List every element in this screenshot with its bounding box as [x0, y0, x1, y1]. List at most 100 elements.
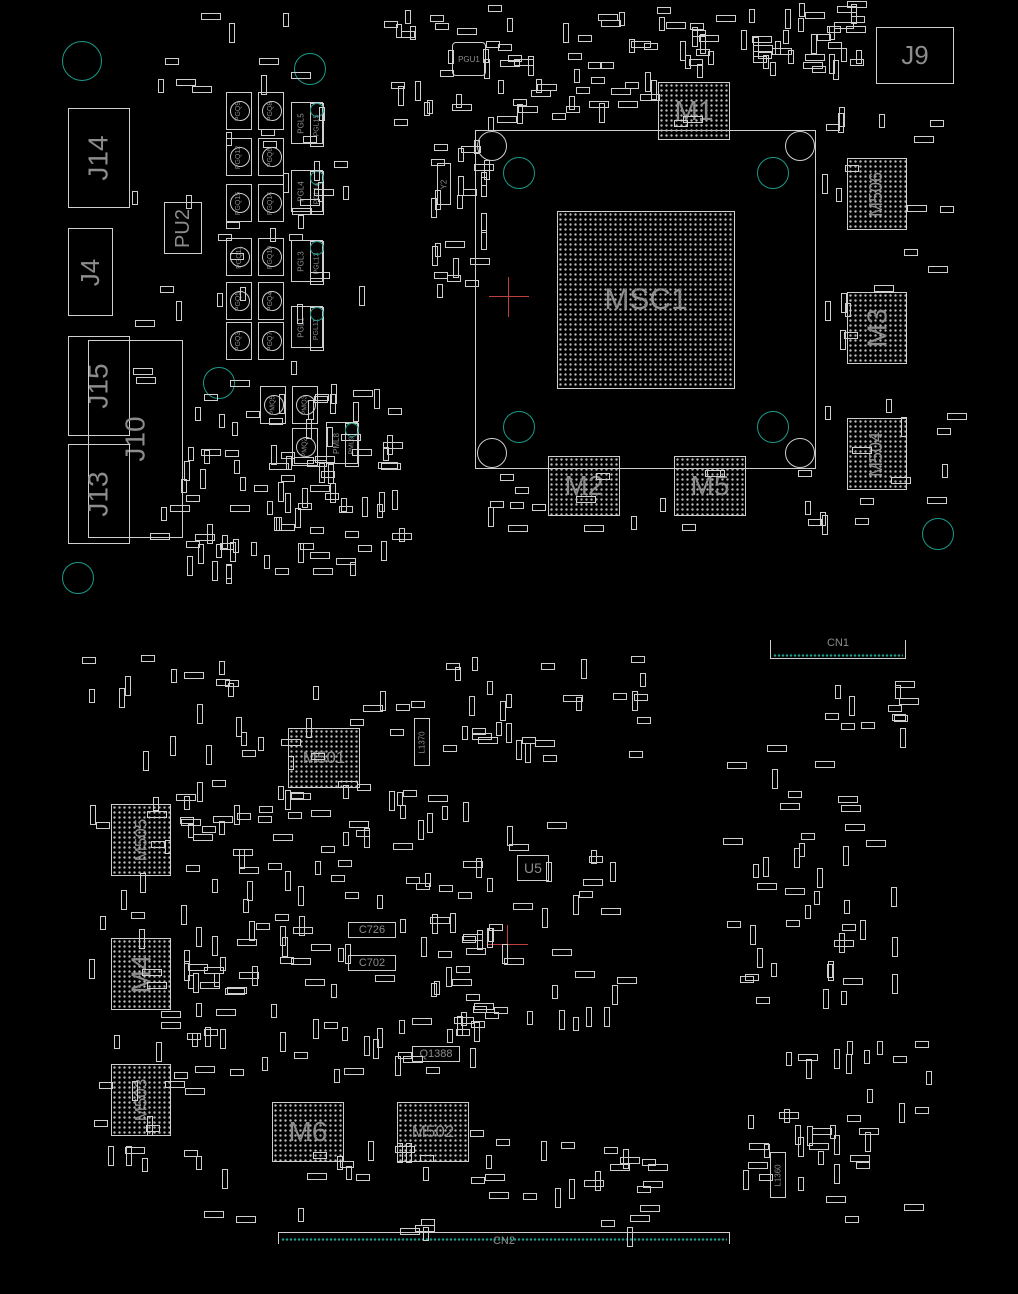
passive-pad — [617, 977, 637, 984]
passive-pad — [325, 493, 339, 500]
passive-pad — [212, 936, 218, 956]
passive-pad — [474, 1022, 480, 1042]
passive-pad — [362, 497, 368, 517]
passive-pad — [494, 1007, 508, 1014]
mosfet[interactable]: PMQ3 — [292, 386, 318, 424]
passive-pad — [461, 146, 481, 153]
passive-pad — [181, 819, 201, 826]
mosfet[interactable]: PGQ9 — [226, 92, 252, 130]
capacitor-c726[interactable]: C726 — [348, 922, 396, 938]
memory-m506[interactable]: M506 — [847, 158, 907, 230]
connector-j14[interactable]: J14 — [68, 108, 130, 208]
passive-pad — [435, 190, 441, 210]
passive-pad — [330, 394, 336, 414]
mosfet[interactable]: PGQ4 — [258, 282, 284, 320]
mosfet[interactable]: PGQ5 — [226, 282, 252, 320]
passive-pad — [349, 821, 369, 828]
passive-pad — [743, 1170, 749, 1190]
passive-pad — [680, 41, 686, 61]
passive-pad — [336, 558, 356, 565]
passive-pad — [216, 544, 222, 558]
passive-pad — [692, 27, 698, 47]
mosfet[interactable]: PGQ14 — [258, 184, 284, 222]
connector-j13[interactable]: J13 — [68, 444, 130, 544]
connector-j15[interactable]: J15 — [68, 336, 130, 436]
mosfet[interactable]: PGQ7 — [258, 322, 284, 360]
connector-cn1[interactable]: CN1 — [770, 637, 906, 659]
inductor[interactable]: PGL3 PGL13 — [291, 240, 324, 285]
passive-pad — [346, 1166, 352, 1180]
mosfet[interactable]: PGQ8 — [258, 92, 284, 130]
passive-pad — [406, 877, 420, 884]
passive-pad — [836, 188, 842, 202]
passive-pad — [532, 504, 546, 511]
power-ic-pu2[interactable]: PU2 — [164, 202, 202, 254]
connector-j10[interactable]: J10 — [88, 340, 183, 538]
passive-pad — [219, 661, 225, 675]
passive-pad — [405, 10, 411, 24]
mosfet[interactable]: PGQ10 — [258, 238, 284, 276]
passive-pad — [517, 104, 523, 124]
passive-pad — [275, 568, 289, 575]
passive-pad — [563, 695, 583, 702]
passive-pad — [583, 879, 603, 886]
passive-pad — [225, 988, 245, 995]
ic-u5[interactable]: U5 — [517, 855, 549, 881]
passive-pad — [805, 905, 811, 919]
power-ic-pgu1[interactable]: PGU1 — [452, 42, 486, 76]
passive-pad — [170, 505, 190, 512]
memory-m505[interactable]: M505 — [111, 804, 171, 876]
mosfet[interactable]: PGQ12 — [226, 138, 252, 176]
inductor[interactable]: PGL1 PGL11 — [291, 306, 324, 351]
passive-pad — [748, 1162, 768, 1169]
component-l1370[interactable]: L1370 — [414, 718, 430, 766]
mosfet[interactable]: PGQ15 — [226, 184, 252, 222]
passive-pad — [895, 681, 915, 688]
soc-msc1[interactable]: MSC1 — [557, 211, 735, 389]
passive-pad — [328, 464, 334, 484]
passive-pad — [770, 62, 776, 76]
passive-pad — [193, 834, 213, 841]
mosfet-outline — [296, 395, 316, 415]
passive-pad — [345, 531, 359, 538]
passive-pad — [504, 958, 524, 965]
passive-pad — [311, 810, 331, 817]
memory-m2[interactable]: M2 — [548, 456, 620, 516]
passive-pad — [484, 59, 490, 79]
passive-pad — [184, 1150, 198, 1157]
passive-pad — [298, 503, 312, 510]
passive-pad — [226, 565, 232, 579]
memory-m1[interactable]: M1 — [658, 82, 730, 140]
passive-pad — [811, 34, 817, 54]
mosfet[interactable]: PGQ3 — [226, 322, 252, 360]
memory-m504[interactable]: M504 — [847, 418, 907, 490]
component-q1388[interactable]: Q1388 — [412, 1046, 460, 1062]
connector-j4[interactable]: J4 — [68, 228, 113, 316]
passive-pad — [392, 490, 398, 510]
memory-m3[interactable]: M3 — [847, 292, 907, 364]
passive-pad — [82, 657, 96, 664]
passive-pad — [834, 22, 854, 29]
component-l1360[interactable]: L1360 — [770, 1152, 786, 1198]
passive-pad — [600, 62, 614, 69]
connector-j9[interactable]: J9 — [876, 27, 954, 84]
mosfet[interactable]: PMQ5 — [260, 386, 286, 424]
passive-pad — [474, 164, 494, 171]
memory-m5[interactable]: M5 — [674, 456, 746, 516]
passive-pad — [212, 780, 226, 787]
passive-pad — [226, 132, 232, 146]
passive-pad — [230, 380, 250, 387]
passive-pad — [907, 205, 927, 212]
memory-m503[interactable]: M503 — [111, 1064, 171, 1136]
inductor[interactable]: PGL5 PGL15 — [291, 102, 324, 147]
connector-cn2[interactable]: CN2 — [278, 1232, 730, 1247]
passive-pad — [310, 272, 330, 279]
inductor[interactable]: PML8 PML9 — [326, 422, 359, 467]
passive-pad — [528, 56, 534, 76]
capacitor-c702[interactable]: C702 — [348, 955, 396, 971]
passive-pad — [823, 989, 829, 1009]
passive-pad — [767, 745, 787, 752]
memory-m6[interactable]: M6 — [272, 1102, 344, 1162]
passive-pad — [584, 1180, 604, 1187]
